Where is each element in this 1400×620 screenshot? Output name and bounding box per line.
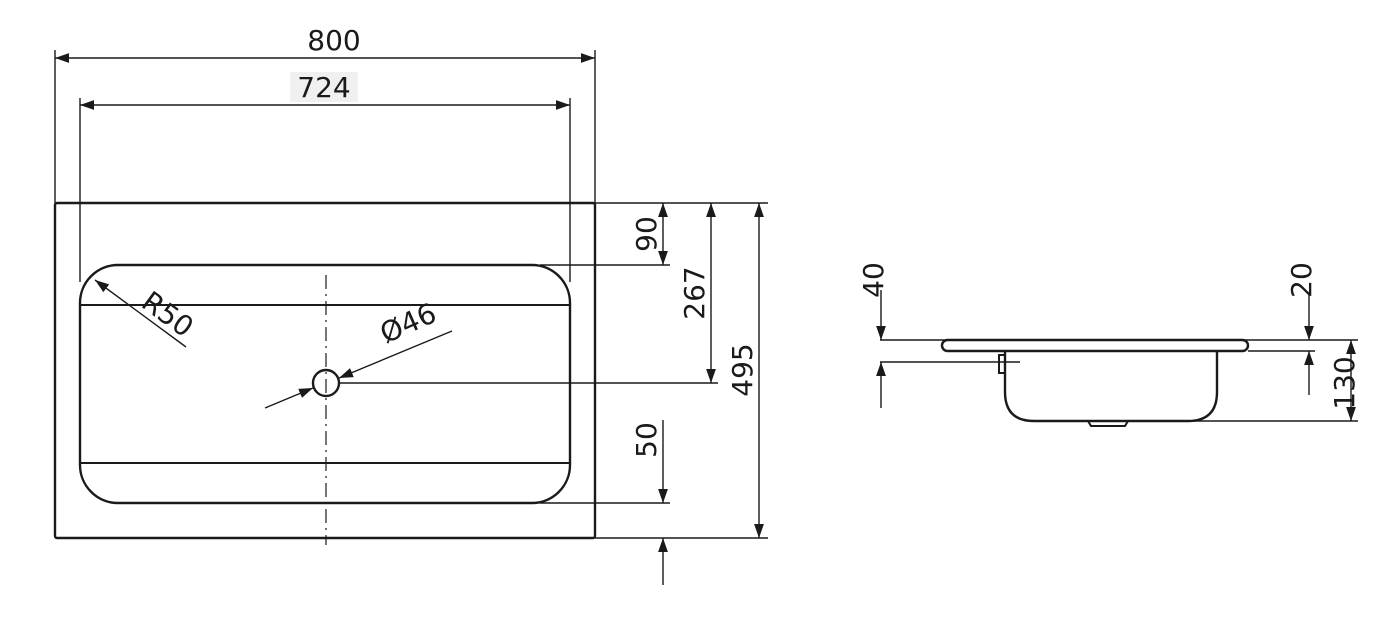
bowl-profile: [1003, 351, 1219, 423]
dim-top-margin: 90: [630, 216, 663, 252]
dim-leader-d46: [264, 387, 314, 409]
dim-center-depth: 267: [678, 266, 711, 319]
dim-corner-radius: R50: [136, 285, 200, 344]
sink-outline: [53, 201, 597, 540]
overflow-stub: [998, 354, 1006, 374]
drain-fitting: [1087, 420, 1129, 427]
dim-label-bg: [290, 72, 358, 102]
dim-bottom-margin: 50: [630, 422, 663, 458]
rim-profile: [940, 338, 1250, 353]
dim-overall-width: 800: [307, 24, 360, 57]
dim-leader-r50: [94, 279, 187, 348]
top-view: 800 724 90 267 495 50 R50 Ø46: [53, 24, 768, 585]
dim-left-height: 40: [857, 262, 890, 298]
dim-overall-depth: 495: [726, 343, 759, 396]
dim-leader-d46: [338, 330, 453, 379]
bowl-outline: [78, 263, 572, 505]
side-view: 40 20 130: [857, 262, 1361, 427]
dim-right-height: 20: [1285, 262, 1318, 298]
dim-label-bg: [298, 28, 370, 56]
dim-bowl-depth: 130: [1328, 356, 1361, 409]
dim-bowl-width: 724: [297, 71, 350, 104]
